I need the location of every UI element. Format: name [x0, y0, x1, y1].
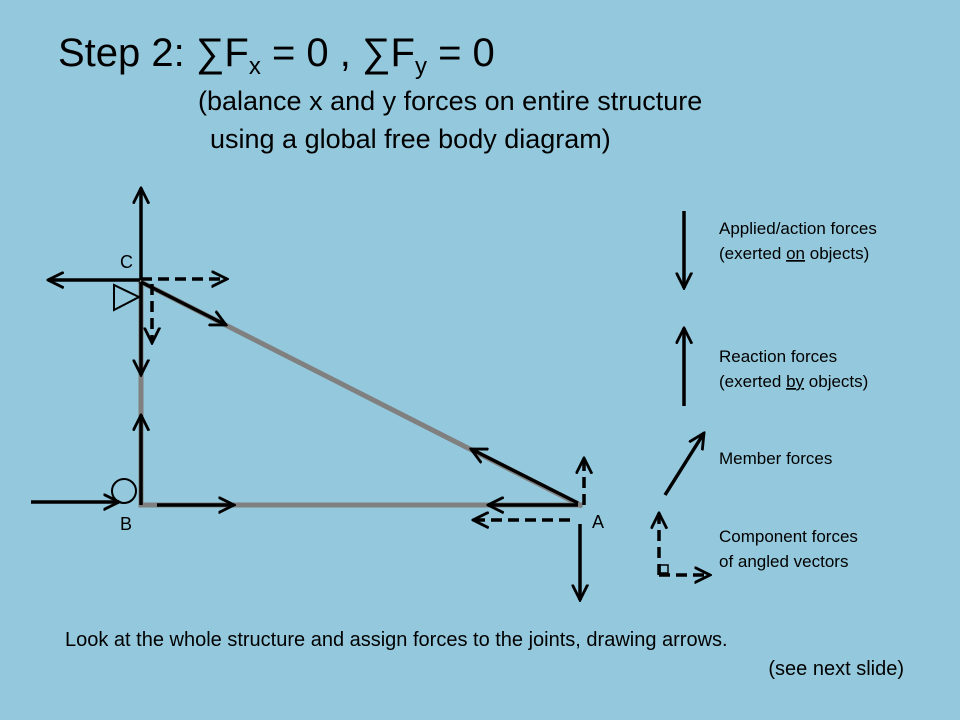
- joint-label-b: B: [120, 514, 132, 534]
- slide-title: Step 2: ∑Fx = 0 , ∑Fy = 0: [58, 31, 495, 80]
- legend-reaction-label: Reaction forces (exerted by objects): [719, 347, 868, 391]
- legend-component-label: Component forces of angled vectors: [719, 527, 863, 571]
- right-angle-marker-icon: [659, 564, 669, 574]
- footer-note: (see next slide): [768, 658, 904, 680]
- pin-support-c-icon: [113, 283, 142, 312]
- slide-subtitle: (balance x and y forces on entire struct…: [198, 82, 702, 158]
- footer-instruction: Look at the whole structure and assign f…: [65, 629, 728, 651]
- joint-label-a: A: [592, 512, 604, 532]
- joint-label-c: C: [120, 252, 133, 272]
- legend-applied-label: Applied/action forces (exerted on object…: [719, 219, 882, 263]
- legend-member-label: Member forces: [719, 449, 832, 468]
- subtitle-line-1: (balance x and y forces on entire struct…: [198, 86, 703, 116]
- member-arrow-a-diagonal: [471, 447, 579, 505]
- subtitle-line-2: using a global free body diagram): [210, 124, 611, 154]
- member-arrow-c-diagonal: [140, 280, 226, 327]
- legend-member-arrow-icon: [663, 433, 704, 496]
- roller-support-b-icon: [111, 478, 137, 504]
